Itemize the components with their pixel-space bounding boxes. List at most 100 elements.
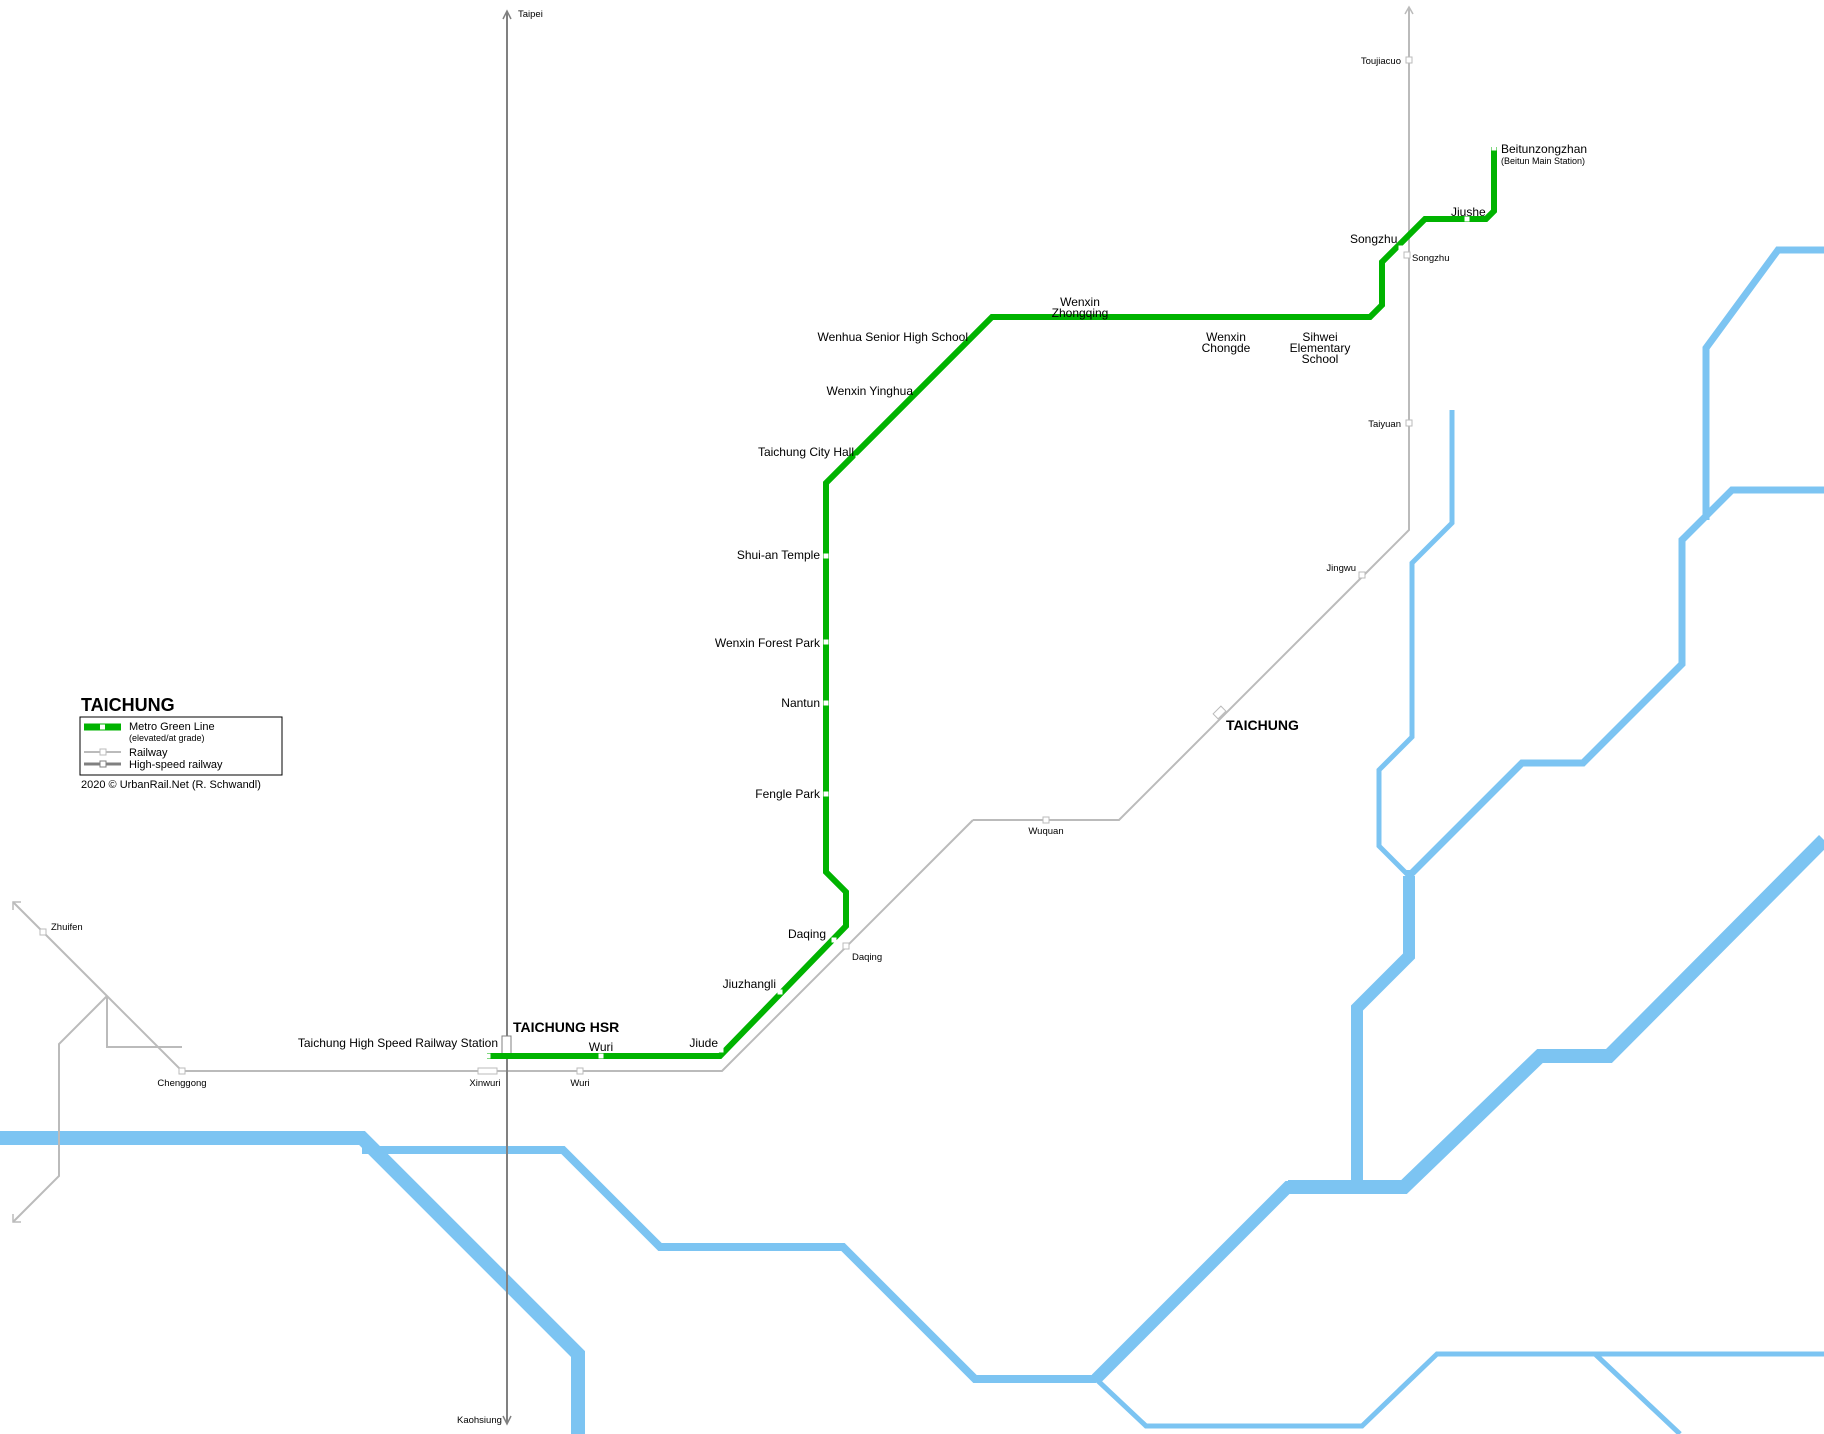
river-east-mid	[1406, 486, 1824, 879]
metro-marker-shuian	[823, 553, 829, 559]
rail-marker-jingwu	[1358, 571, 1366, 579]
river-central	[1091, 876, 1415, 1384]
rail-marker-chenggong	[178, 1067, 186, 1075]
rail-marker-zhuifen	[39, 928, 47, 936]
metro-marker-sihwei	[1315, 322, 1321, 328]
river-lower-spur	[1593, 1352, 1682, 1434]
city-station-label: TAICHUNG	[1226, 717, 1299, 733]
river-main	[0, 1131, 585, 1434]
metro-marker-beitun	[1491, 145, 1497, 151]
metro-marker-songzhu	[1398, 245, 1404, 251]
labels-layer: Taipei Kaohsiung TAICHUNG HSR TAICHUNG B…	[51, 9, 1587, 1426]
metro-station-sihwei-line2: Elementary	[1290, 341, 1351, 355]
rail-station-daqing: Daqing	[852, 952, 882, 963]
river-east-small	[1376, 410, 1455, 878]
metro-station-chongde: Wenxin	[1206, 330, 1246, 344]
rail-station-taiyuan: Taiyuan	[1368, 419, 1401, 430]
rail-station-songzhu: Songzhu	[1412, 253, 1450, 264]
rail-station-jingwu: Jingwu	[1326, 563, 1356, 574]
metro-station-hsr: Taichung High Speed Railway Station	[298, 1036, 498, 1050]
hsr-terminal-south: Kaohsiung	[457, 1415, 502, 1426]
metro-marker-jiuzhangli	[777, 989, 783, 995]
metro-marker-fengle	[823, 791, 829, 797]
rail-marker-wuquan	[1042, 816, 1050, 824]
metro-marker-jiude	[718, 1047, 724, 1053]
rail-marker-daqing	[842, 942, 850, 950]
railway-arrow-southwest	[12, 1214, 21, 1223]
metro-station-beitun-sub: (Beitun Main Station)	[1501, 156, 1585, 166]
metro-marker-wuri	[598, 1053, 604, 1059]
rail-marker-taichung	[1212, 705, 1227, 720]
metro-station-songzhu: Songzhu	[1350, 232, 1397, 246]
metro-marker-chongde	[1223, 322, 1229, 328]
railway-arrow-north	[1404, 5, 1414, 15]
rail-marker-taiyuan	[1405, 419, 1413, 427]
metro-station-chongde-line2: Chongde	[1202, 341, 1251, 355]
rail-station-xinwuri: Xinwuri	[469, 1078, 500, 1089]
metro-marker-yinghua	[915, 397, 921, 403]
legend-hsr-label: High-speed railway	[129, 759, 223, 771]
station-markers	[39, 56, 1497, 1075]
metro-station-yinghua: Wenxin Yinghua	[826, 384, 913, 398]
legend-hsr-marker	[99, 760, 107, 768]
metro-station-beitun: Beitunzongzhan	[1501, 142, 1587, 156]
metro-station-wenhua: Wenhua Senior High School	[817, 330, 968, 344]
river-east-wide	[1288, 835, 1824, 1194]
rail-station-wuri: Wuri	[570, 1078, 589, 1089]
river-lower	[1094, 1351, 1824, 1429]
metro-station-nantun: Nantun	[781, 696, 820, 710]
railway-triangle	[106, 996, 182, 1048]
metro-station-wuri: Wuri	[589, 1040, 613, 1054]
metro-station-zhongqing-line2: Zhongqing	[1052, 306, 1109, 320]
metro-marker-jiushe	[1464, 216, 1470, 222]
hsr-arrow-north	[502, 9, 512, 20]
legend-metro-label: Metro Green Line	[129, 721, 215, 733]
metro-station-zhongqing: Wenxin	[1060, 295, 1100, 309]
map-legend: TAICHUNG Metro Green Line (elevated/at g…	[79, 695, 283, 791]
railway-coast-line	[12, 995, 108, 1223]
metro-marker-forestpark	[823, 639, 829, 645]
river-south-branch	[362, 1146, 1096, 1383]
metro-station-daqing: Daqing	[788, 927, 826, 941]
rail-station-toujiacuo: Toujiacuo	[1361, 56, 1401, 67]
metro-green-route	[487, 147, 1497, 1059]
metro-station-sihwei: Sihwei	[1302, 330, 1337, 344]
metro-marker-zhongqing	[1077, 322, 1083, 328]
river-northeast	[1702, 246, 1824, 520]
rail-marker-xinwuri	[477, 1067, 498, 1075]
legend-railway-label: Railway	[129, 747, 168, 759]
rail-station-zhuifen: Zhuifen	[51, 922, 83, 933]
metro-marker-daqing	[831, 937, 837, 943]
metro-station-jiude: Jiude	[689, 1036, 718, 1050]
metro-station-forestpark: Wenxin Forest Park	[715, 636, 821, 650]
metro-station-jiushe: Jiushe	[1451, 205, 1486, 219]
legend-metro-marker	[100, 724, 105, 730]
metro-station-jiuzhangli: Jiuzhangli	[723, 977, 776, 991]
metro-marker-hsr	[485, 1053, 491, 1059]
rail-marker-wuri	[576, 1067, 584, 1075]
rail-marker-toujiacuo	[1405, 56, 1413, 64]
metro-marker-cityhall	[855, 455, 861, 461]
metro-station-fengle: Fengle Park	[755, 787, 821, 801]
map-title: TAICHUNG	[81, 695, 175, 715]
metro-marker-nantun	[823, 700, 829, 706]
metro-station-shuian: Shui-an Temple	[737, 548, 820, 562]
hsr-station-label: TAICHUNG HSR	[513, 1019, 619, 1035]
rail-station-chenggong: Chenggong	[157, 1078, 206, 1089]
hsr-layer	[501, 9, 512, 1426]
hsr-terminal-north: Taipei	[518, 9, 543, 20]
map-credit: 2020 © UrbanRail.Net (R. Schwandl)	[81, 779, 261, 791]
metro-green-line	[487, 147, 1497, 1059]
metro-marker-wenhua	[970, 342, 976, 348]
rail-station-wuquan: Wuquan	[1028, 826, 1063, 837]
railway-arrow-west	[12, 901, 21, 910]
rail-marker-songzhu	[1403, 251, 1411, 259]
metro-station-cityhall: Taichung City Hall	[758, 445, 854, 459]
legend-metro-note: (elevated/at grade)	[129, 733, 205, 743]
rivers-layer	[0, 246, 1824, 1434]
legend-railway-marker	[99, 748, 107, 756]
hsr-arrow-south	[502, 1415, 512, 1426]
metro-station-sihwei-line3: School	[1302, 352, 1339, 366]
